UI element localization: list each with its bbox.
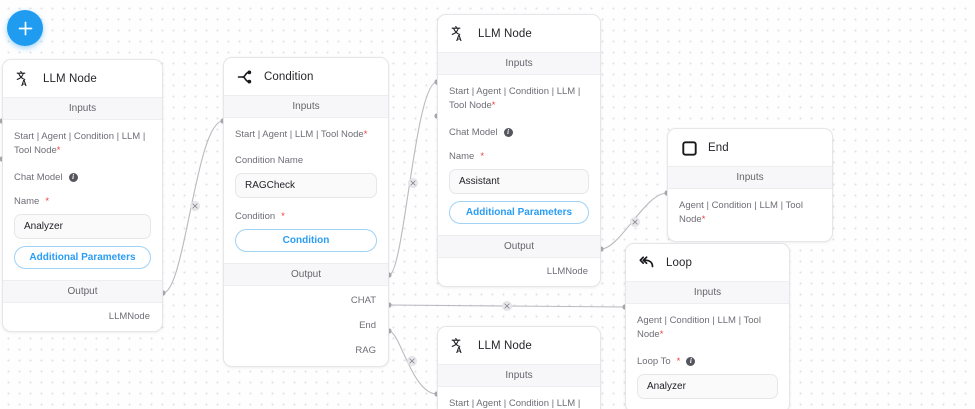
svg-text:A: A (456, 346, 462, 354)
output-port-end[interactable]: End (359, 320, 376, 332)
edge-analyzer-to-condition (162, 120, 224, 294)
output-band: Output (224, 263, 388, 287)
edge-delete-button[interactable] (190, 201, 200, 211)
output-band: Output (438, 234, 600, 258)
stop-square-icon (680, 139, 698, 157)
node-header: Condition (224, 58, 388, 95)
edge-rag-to-llm-bottom (388, 330, 438, 395)
inputs-band: Inputs (668, 166, 832, 189)
node-loop[interactable]: Loop Inputs Agent | Condition | LLM | To… (625, 243, 790, 409)
node-header: 文 A LLM Node (438, 327, 600, 364)
condition-label: Condition* (235, 211, 285, 223)
chat-model-label: Chat Model i (449, 127, 589, 138)
node-body: Start | Agent | Condition | LLM | Tool N… (3, 120, 162, 280)
svg-text:A: A (21, 79, 27, 87)
node-end[interactable]: End Inputs Agent | Condition | LLM | Too… (667, 128, 833, 242)
node-title: End (708, 142, 729, 154)
branch-icon (236, 68, 254, 86)
required-marker: * (480, 150, 485, 162)
info-icon[interactable]: i (686, 356, 696, 366)
translate-icon: 文 A (15, 70, 33, 88)
node-header: 文 A LLM Node (438, 15, 600, 52)
output-port-chat[interactable]: CHAT (350, 295, 376, 307)
node-body: Start | Agent | Condition | LLM | Tool N… (438, 387, 600, 409)
edge-assistant-to-end (600, 192, 668, 250)
inputs-band: Inputs (438, 52, 600, 75)
condition-button[interactable]: Condition (235, 229, 377, 253)
inputs-band: Inputs (438, 364, 600, 387)
output-port-rag[interactable]: RAG (355, 345, 376, 357)
name-input[interactable] (14, 213, 151, 239)
additional-parameters-button[interactable]: Additional Parameters (14, 245, 151, 269)
svg-text:文: 文 (451, 26, 462, 36)
required-marker: * (363, 129, 368, 140)
edge-delete-button[interactable] (407, 356, 417, 366)
required-marker: * (56, 145, 61, 157)
name-label: Name* (14, 195, 50, 207)
required-marker: * (659, 329, 664, 341)
output-port-llmnode[interactable]: LLMNode (108, 310, 150, 322)
translate-icon: 文 A (450, 25, 468, 43)
node-title: Condition (264, 71, 314, 83)
required-marker: * (676, 355, 681, 367)
input-port-label: Start | Agent | Condition | LLM | Tool N… (449, 86, 581, 112)
loop-to-input[interactable] (637, 373, 778, 399)
translate-icon: 文 A (450, 337, 468, 355)
node-body: Agent | Condition | LLM | Tool Node* (668, 189, 832, 241)
condition-name-input[interactable] (235, 173, 377, 199)
svg-text:文: 文 (451, 338, 462, 348)
required-marker: * (45, 195, 50, 207)
node-title: LLM Node (478, 28, 532, 40)
inputs-band: Inputs (626, 281, 789, 304)
node-condition[interactable]: Condition Inputs Start | Agent | LLM | T… (223, 57, 389, 368)
input-port-label: Start | Agent | Condition | LLM | Tool N… (449, 398, 581, 409)
inputs-band: Inputs (3, 97, 162, 120)
node-title: LLM Node (43, 73, 97, 85)
node-header: 文 A LLM Node (3, 60, 162, 97)
name-input[interactable] (449, 168, 589, 194)
chat-model-label: Chat Model i (14, 172, 151, 183)
required-marker: * (491, 100, 496, 112)
condition-name-label: Condition Name (235, 155, 304, 167)
node-llm-assistant[interactable]: 文 A LLM Node Inputs Start | Agent | Cond… (437, 14, 601, 287)
inputs-band: Inputs (224, 95, 388, 118)
edge-delete-button[interactable] (408, 178, 418, 188)
output-port-llmnode[interactable]: LLMNode (546, 265, 588, 277)
outputs-body: CHAT End RAG (224, 286, 388, 366)
node-header: End (668, 129, 832, 166)
node-body: Agent | Condition | LLM | Tool Node* Loo… (626, 304, 789, 409)
node-llm-bottom[interactable]: 文 A LLM Node Inputs Start | Agent | Cond… (437, 326, 601, 409)
node-title: Loop (666, 257, 692, 269)
input-port-label: Start | Agent | LLM | Tool Node* (235, 129, 368, 140)
outputs-body: LLMNode (438, 258, 600, 286)
node-header: Loop (626, 244, 789, 281)
input-port-label: Agent | Condition | LLM | Tool Node* (637, 315, 761, 341)
required-marker: * (281, 211, 285, 223)
node-body: Start | Agent | Condition | LLM | Tool N… (438, 75, 600, 235)
loop-back-icon (638, 254, 656, 272)
svg-text:A: A (456, 34, 462, 42)
outputs-body: LLMNode (3, 303, 162, 331)
loop-to-label: Loop To* i (637, 356, 778, 367)
input-port-label: Agent | Condition | LLM | Tool Node* (679, 200, 803, 226)
node-llm-analyzer[interactable]: 文 A LLM Node Inputs Start | Agent | Cond… (2, 59, 163, 332)
input-port-label: Start | Agent | Condition | LLM | Tool N… (14, 131, 146, 157)
edge-delete-button[interactable] (630, 217, 640, 227)
additional-parameters-button[interactable]: Additional Parameters (449, 200, 589, 224)
info-icon[interactable]: i (68, 172, 78, 182)
plus-icon (18, 21, 32, 35)
output-band: Output (3, 279, 162, 303)
edge-chat-to-assistant (388, 81, 438, 276)
info-icon[interactable]: i (503, 127, 513, 137)
node-title: LLM Node (478, 340, 532, 352)
edge-delete-button[interactable] (502, 301, 512, 311)
add-node-button[interactable] (7, 10, 43, 46)
node-body: Start | Agent | LLM | Tool Node* Conditi… (224, 118, 388, 263)
svg-text:文: 文 (16, 71, 27, 81)
edge-end-to-loop (388, 304, 626, 308)
name-label: Name* (449, 150, 485, 162)
required-marker: * (701, 214, 706, 226)
